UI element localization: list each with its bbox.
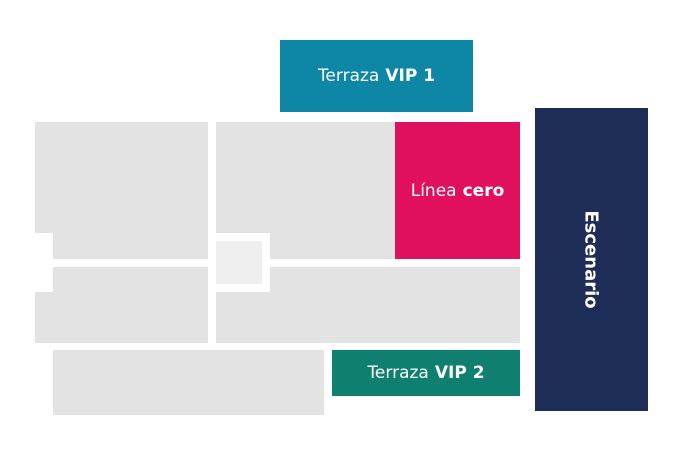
zone-label: Terraza [317,66,380,86]
area-bottom-center-lower[interactable] [216,292,520,343]
zone-label-bold: cero [462,180,505,201]
area-bottom-center[interactable] [270,267,520,292]
notch-left [35,233,53,292]
area-bottom-left[interactable] [35,292,208,343]
zone-escenario[interactable]: Escenario [535,108,648,411]
area-bottom-strip[interactable] [53,350,324,415]
small-box[interactable] [216,241,262,284]
area-top-left[interactable] [35,122,208,259]
zone-label-bold: VIP 2 [434,363,485,383]
zone-label-bold: VIP 1 [385,66,436,86]
zone-label: Escenario [580,210,602,309]
zone-label: Línea [410,180,457,201]
zone-label: Terraza [367,363,429,383]
area-middle-left[interactable] [53,267,208,292]
